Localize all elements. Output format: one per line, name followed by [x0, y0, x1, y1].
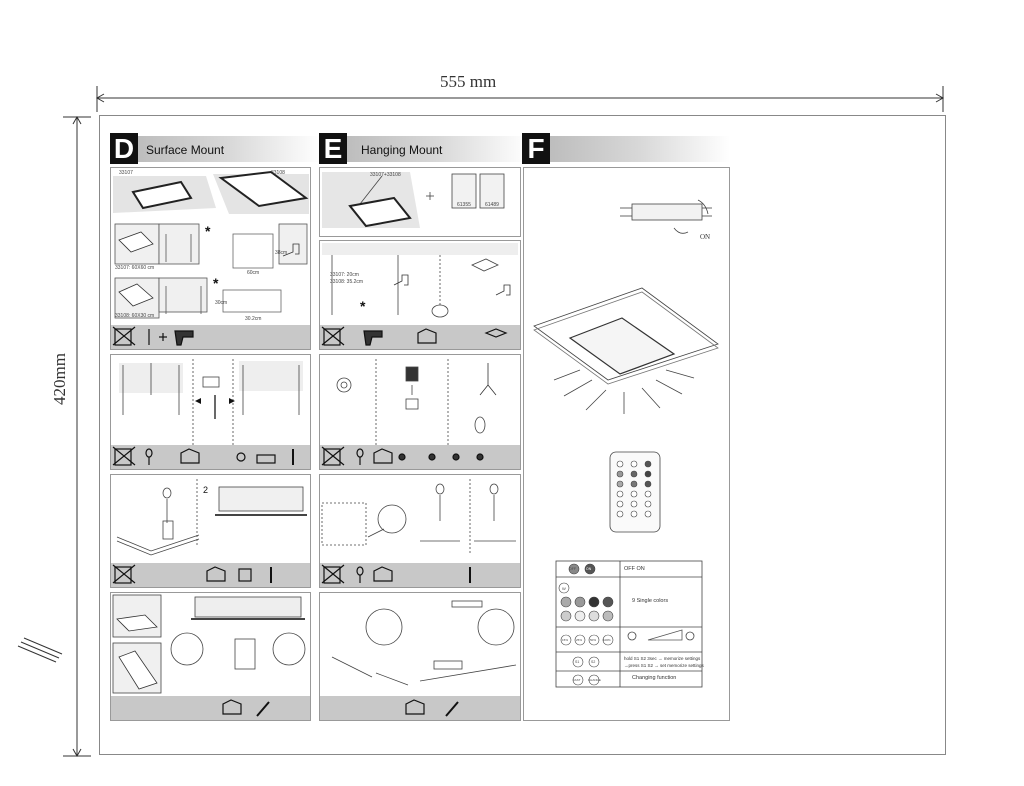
panel-d3-step-number: 2 [203, 485, 208, 495]
panel-e2-tools-icons [321, 326, 508, 346]
section-e-title: Hanging Mount [361, 143, 443, 157]
panel-d1-dim-b: 38cm [275, 250, 288, 256]
panel-e2-tools-strip [320, 325, 520, 349]
btn-white: W [562, 586, 566, 591]
panel-f: ON OFF ON 9 Single colors hold S1 S2 3se… [523, 167, 730, 721]
section-d-letter: D [110, 133, 138, 164]
panel-d1-dim-a: 60cm [247, 270, 260, 276]
panel-d1-drawing: * * [113, 170, 309, 319]
section-f-header: F [522, 133, 732, 164]
panel-d1-code-a: 33107 [119, 170, 133, 176]
panel-d3-tools-icons [112, 564, 272, 584]
btn-15: 15% [562, 638, 569, 642]
panel-d1: * * 33107 33108 33107: 60X60 cm 33108: 6… [110, 167, 311, 350]
btn-s1: S1 [575, 660, 580, 664]
instruction-sheet [99, 115, 946, 755]
panel-e4-drawing [321, 479, 516, 555]
panel-d1-tools-strip [111, 325, 310, 349]
remote-row-4-desc-a: hold S1 S2 3sec → memorize settings [624, 656, 701, 661]
panel-e5-bottom-strip [320, 696, 520, 720]
panel-d1-size-b: 33108: 60X30 cm [115, 313, 155, 319]
section-d-header: D Surface Mount [110, 133, 320, 164]
svg-text:*: * [205, 223, 211, 239]
panel-e1-drawing [322, 172, 505, 228]
panel-e1-accessory-b: 61489 [485, 202, 499, 208]
btn-s2: S2 [591, 660, 596, 664]
panel-d4-bottom-strip [111, 696, 310, 720]
switch-on-label: ON [700, 233, 711, 241]
panel-e5 [319, 592, 521, 721]
remote-row-2-desc: 9 Single colors [632, 598, 669, 604]
panel-d2 [110, 354, 311, 470]
btn-100: 100% [603, 638, 611, 642]
panel-d4-drawing [112, 594, 306, 694]
section-e-letter: E [319, 133, 347, 164]
panel-e2-drawing: * [322, 243, 518, 318]
panel-d3-drawing: 2 [116, 479, 307, 556]
panel-d1-size-a: 33107: 60X60 cm [115, 265, 155, 271]
panel-d3: 2 [110, 474, 311, 588]
panel-e2: * 33107: 20cm 33108: 35.2cm [319, 240, 521, 350]
panel-d4-tools-icons [222, 699, 270, 717]
svg-text:*: * [360, 298, 366, 314]
panel-d2-tools-icons [112, 446, 294, 466]
section-f-letter: F [522, 133, 550, 164]
panel-d1-dim-d: 30cm [215, 300, 228, 306]
panel-e4-tools-icons [321, 564, 471, 584]
section-e-header: E Hanging Mount [319, 133, 529, 164]
panel-d3-tools-strip [111, 563, 310, 587]
remote-row-4-desc-b: →press S1 S2 → set memorize settings [624, 663, 704, 668]
panel-d4 [110, 592, 311, 721]
panel-e5-drawing [331, 600, 517, 686]
panel-e1-code: 33107+33108 [370, 172, 401, 178]
remote-row-5-desc: Changing function [632, 675, 677, 681]
remote-row-1-desc: OFF ON [624, 566, 645, 572]
panel-e5-tools-icons [405, 699, 459, 717]
panel-d2-tools-strip [111, 445, 310, 469]
section-d-title: Surface Mount [146, 143, 225, 157]
btn-change: CHANGE [588, 678, 601, 682]
panel-e2-length-b: 33108: 35.2cm [330, 279, 364, 285]
panel-e3-drawing [336, 359, 497, 445]
btn-off: OFF [569, 567, 576, 571]
btn-fast: FAST [573, 678, 581, 682]
panel-e1-accessory-a: 61355 [457, 202, 471, 208]
panel-e3-tools-strip [320, 445, 520, 469]
panel-d1-code-b: 33108 [271, 170, 285, 176]
svg-text:*: * [213, 275, 219, 291]
panel-e3-tools-icons [321, 446, 484, 466]
btn-on: ON [586, 567, 592, 571]
panel-d1-tools-icons [112, 326, 194, 346]
panel-e1: 33107+33108 61355 61489 [319, 167, 521, 237]
panel-e2-length-a: 33107: 20cm [330, 272, 359, 278]
btn-25: 25% [576, 638, 583, 642]
width-dimension-label: 555 mm [440, 72, 497, 91]
panel-d1-dim-c: 30.2cm [245, 316, 262, 322]
panel-e4 [319, 474, 521, 588]
panel-e3 [319, 354, 521, 470]
height-dimension-label: 420mm [50, 353, 69, 405]
panel-d2-drawing [119, 359, 303, 445]
btn-50: 50% [590, 638, 597, 642]
panel-f-drawing [533, 199, 719, 688]
panel-e4-tools-strip [320, 563, 520, 587]
